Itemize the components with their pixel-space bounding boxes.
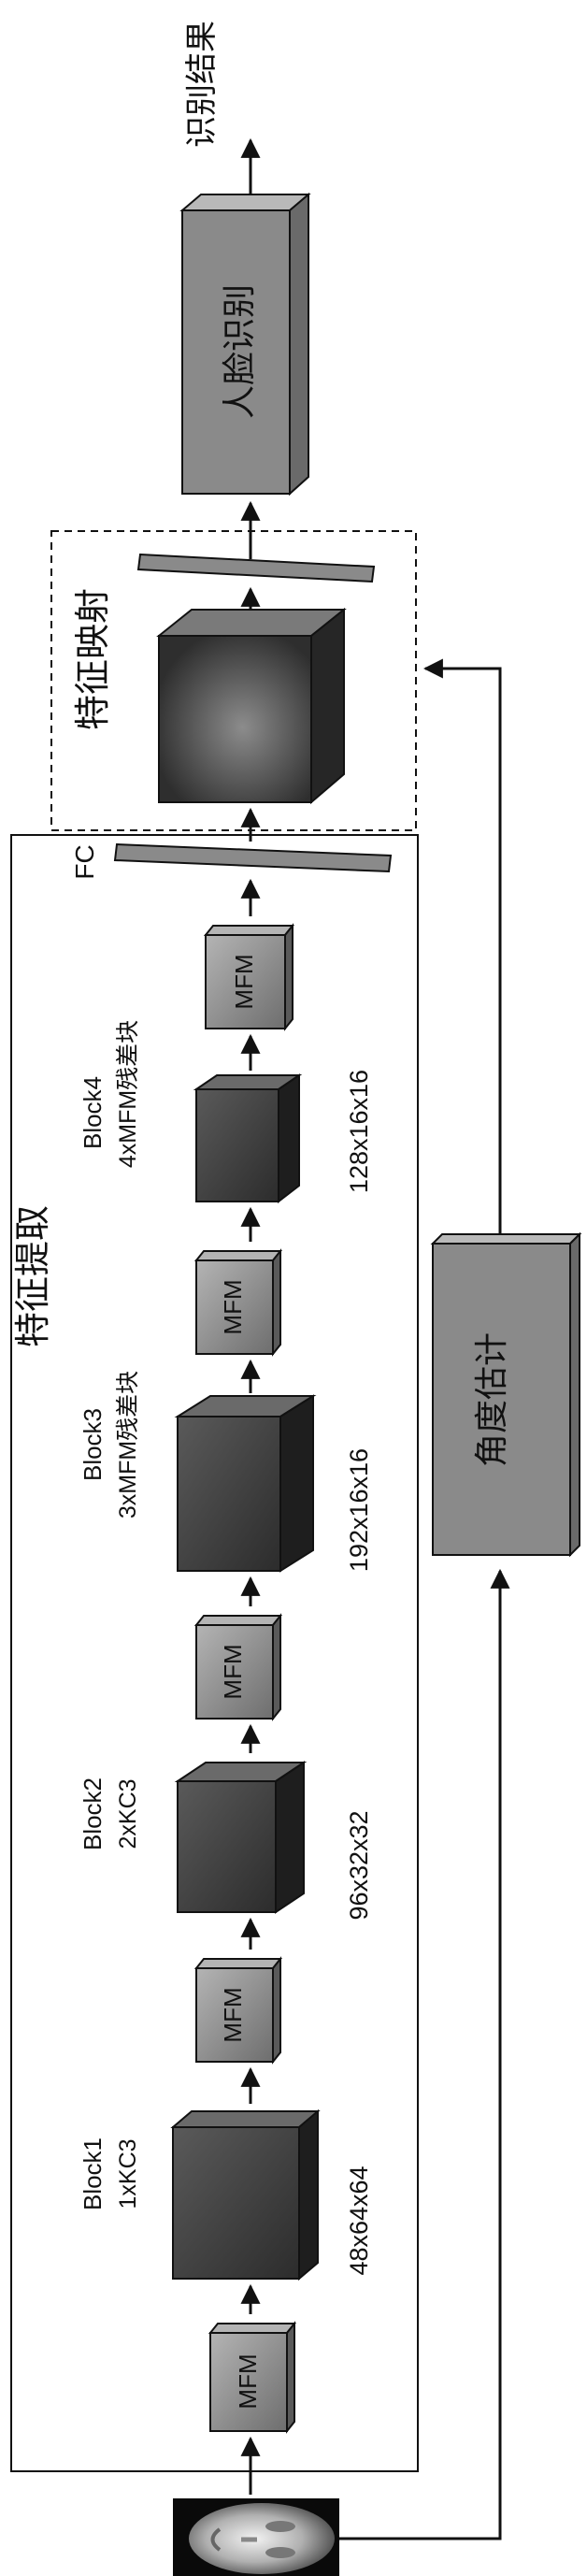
angle-to-mapping-connector <box>425 669 500 1234</box>
block1-title: Block1 <box>79 2137 107 2210</box>
block2-cube <box>178 1763 304 1912</box>
output-label: 识别结果 <box>183 21 221 148</box>
block4-mfm-label: MFM <box>230 954 258 1009</box>
first-mfm: MFM <box>210 2324 294 2431</box>
block3-title: Block3 <box>79 1408 107 1481</box>
block4-dims: 128x16x16 <box>345 1070 373 1193</box>
block1-subtitle: 1xKC3 <box>115 2138 141 2209</box>
block4-cube <box>196 1075 299 1202</box>
block2-mfm: MFM <box>196 1616 280 1719</box>
fc-bar <box>115 844 391 871</box>
angle-estimation-label: 角度估计 <box>473 1332 511 1467</box>
block2-mfm-label: MFM <box>219 1644 247 1699</box>
fc-label: FC <box>70 844 99 879</box>
feature-mapping-label: 特征映射 <box>72 588 113 730</box>
angle-estimation-box: 角度估计 <box>433 1234 580 1555</box>
mapping-output-bar <box>138 554 374 582</box>
block3-dims: 192x16x16 <box>345 1448 373 1572</box>
block2-dims: 96x32x32 <box>345 1810 373 1920</box>
block4-subtitle: 4xMFM残差块 <box>115 1020 141 1168</box>
feature-mapping-cube <box>159 610 344 802</box>
block2-subtitle: 2xKC3 <box>115 1778 141 1849</box>
block4-mfm: MFM <box>206 926 293 1029</box>
block3-mfm: MFM <box>196 1251 280 1354</box>
face-recognition-box: 人脸识别 <box>182 194 308 494</box>
block3-cube <box>178 1396 313 1571</box>
block2-title: Block2 <box>79 1777 107 1850</box>
block1-cube <box>173 2111 318 2279</box>
block1-dims: 48x64x64 <box>345 2166 373 2275</box>
block1-mfm: MFM <box>196 1959 280 2062</box>
first-mfm-label: MFM <box>234 2353 262 2409</box>
block4-title: Block4 <box>79 1076 107 1149</box>
block1-mfm-label: MFM <box>219 1987 247 2042</box>
feature-extraction-label: 特征提取 <box>12 1205 53 1347</box>
input-face-image <box>173 2498 339 2576</box>
block3-subtitle: 3xMFM残差块 <box>115 1371 141 1518</box>
angle-input-connector <box>339 1571 500 2539</box>
face-recognition-label: 人脸识别 <box>221 284 259 419</box>
block3-mfm-label: MFM <box>219 1279 247 1334</box>
